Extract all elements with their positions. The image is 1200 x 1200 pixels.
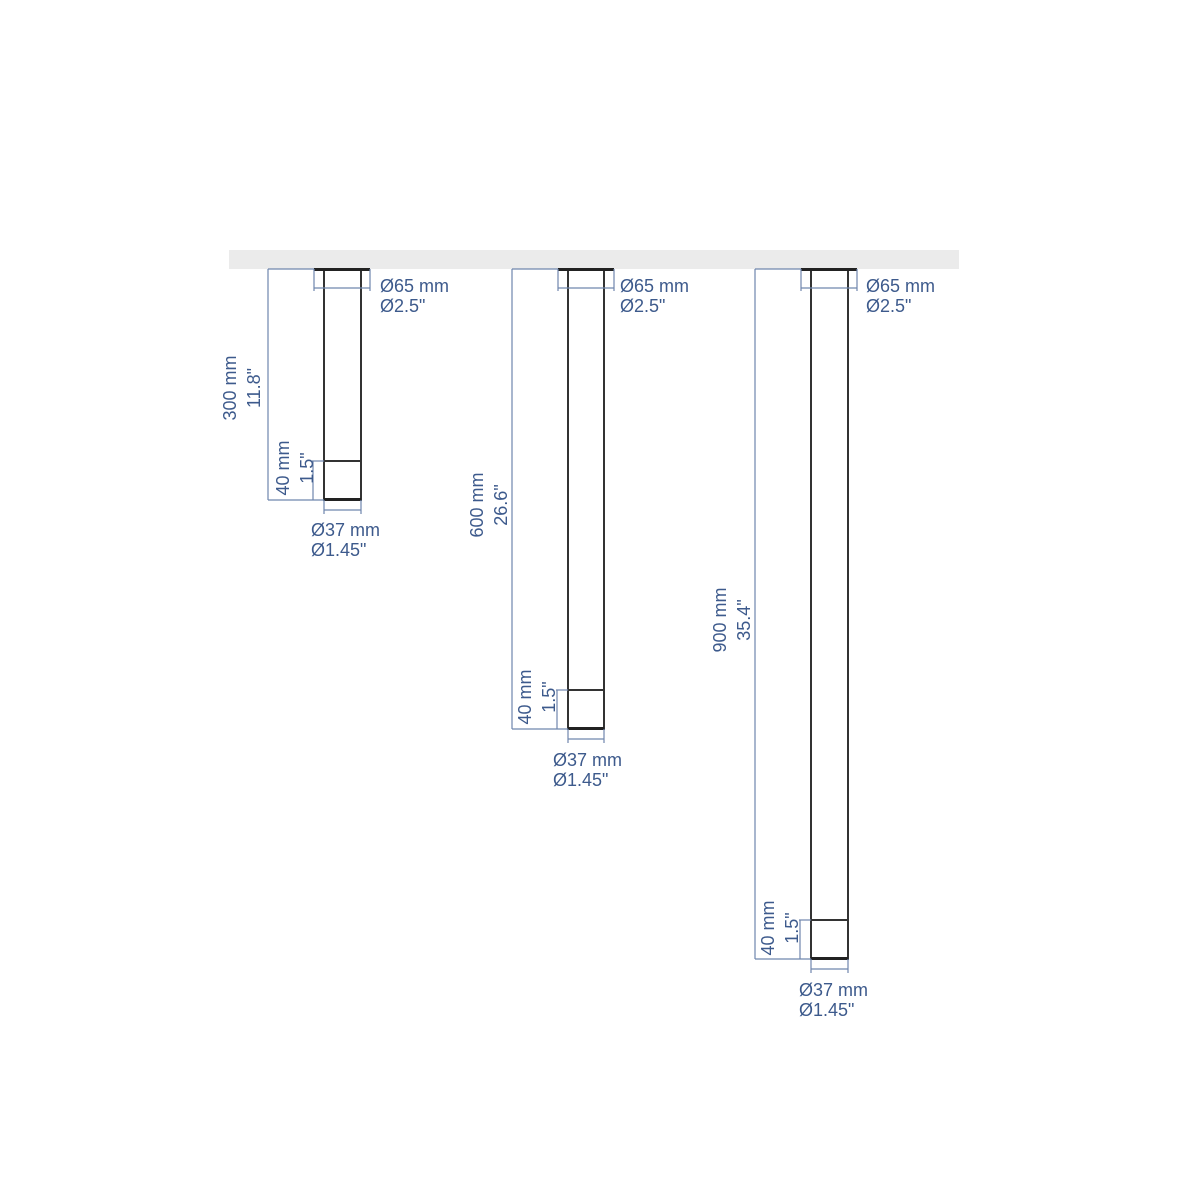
tube-diameter-in: Ø1.45" [311,540,366,560]
tube-diameter-in: Ø1.45" [553,770,608,790]
length-mm: 300 mm [220,355,240,420]
length-in: 35.4" [734,599,754,640]
canopy-diameter-mm: Ø65 mm [866,276,935,296]
pendant-tube [323,268,362,501]
canopy-diameter-in: Ø2.5" [866,296,911,316]
tube-end-cap [811,957,848,960]
tube-diameter-mm: Ø37 mm [799,980,868,1000]
canopy [558,268,614,271]
tube-diameter-mm: Ø37 mm [311,520,380,540]
tube-diameter-in: Ø1.45" [799,1000,854,1020]
tube-end-cap [324,498,361,501]
pendant-tube [810,268,849,960]
band-mm: 40 mm [758,900,778,955]
length-in: 11.8" [244,368,264,408]
canopy-diameter-in: Ø2.5" [380,296,425,316]
band-mm: 40 mm [515,669,535,724]
tube-end-cap [568,727,604,730]
canopy [801,268,857,271]
canopy-diameter-mm: Ø65 mm [620,276,689,296]
pendant-tube [567,268,605,730]
canopy-diameter-mm: Ø65 mm [380,276,449,296]
band-in: 1.5" [782,912,802,943]
length-in: 26.6" [491,484,511,525]
band-in: 1.5" [539,681,559,712]
band-in: 1.5" [297,452,317,483]
ceiling [229,250,959,269]
length-mm: 900 mm [710,587,730,652]
canopy [314,268,370,271]
canopy-diameter-in: Ø2.5" [620,296,665,316]
length-mm: 600 mm [467,472,487,537]
band-mm: 40 mm [273,440,293,495]
tube-diameter-mm: Ø37 mm [553,750,622,770]
